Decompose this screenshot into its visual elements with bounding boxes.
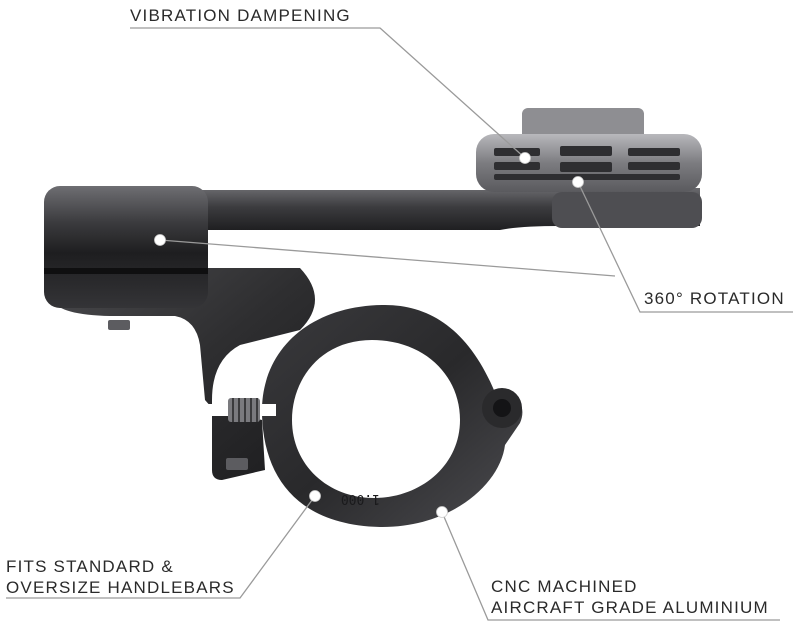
hinge-pin [493, 399, 511, 417]
callout-cnc-machined: CNC MACHINED AIRCRAFT GRADE ALUMINIUM [491, 576, 769, 618]
dot-vibration [519, 152, 531, 164]
leader-cnc [441, 511, 780, 621]
dot-rotation-top [572, 176, 584, 188]
mount-head-base [552, 192, 702, 228]
pivot-hub [44, 186, 208, 308]
leader-vibration [130, 27, 526, 159]
dot-fits [309, 490, 321, 502]
callout-dots [154, 152, 584, 518]
callout-cnc-line-2: AIRCRAFT GRADE ALUMINIUM [491, 598, 769, 617]
clamp-ring [261, 305, 523, 528]
leader-rotation-top [577, 181, 793, 313]
callout-fits-handlebars: FITS STANDARD & OVERSIZE HANDLEBARS [6, 556, 235, 598]
callout-360-rotation: 360° ROTATION [644, 289, 785, 308]
pivot-hub-seam [44, 268, 208, 274]
mount-head-top [522, 108, 644, 142]
damper-fins [494, 146, 680, 180]
leader-rotation-arm [159, 239, 616, 277]
leader-fits [6, 495, 316, 599]
callout-fits-line-2: OVERSIZE HANDLEBARS [6, 578, 235, 597]
callout-cnc-line-1: CNC MACHINED [491, 577, 638, 596]
dot-rotation-arm [154, 234, 166, 246]
stem-screw-top [108, 320, 130, 330]
bolt-thread [232, 398, 258, 422]
leader-lines [6, 27, 793, 621]
stem-screw-bottom [226, 458, 248, 470]
callout-vibration-dampening: VIBRATION DAMPENING [130, 6, 351, 25]
clamp-stem [52, 268, 315, 480]
ring-engraving: 1.000 [341, 491, 380, 506]
dot-cnc [436, 506, 448, 518]
callout-fits-line-1: FITS STANDARD & [6, 557, 174, 576]
